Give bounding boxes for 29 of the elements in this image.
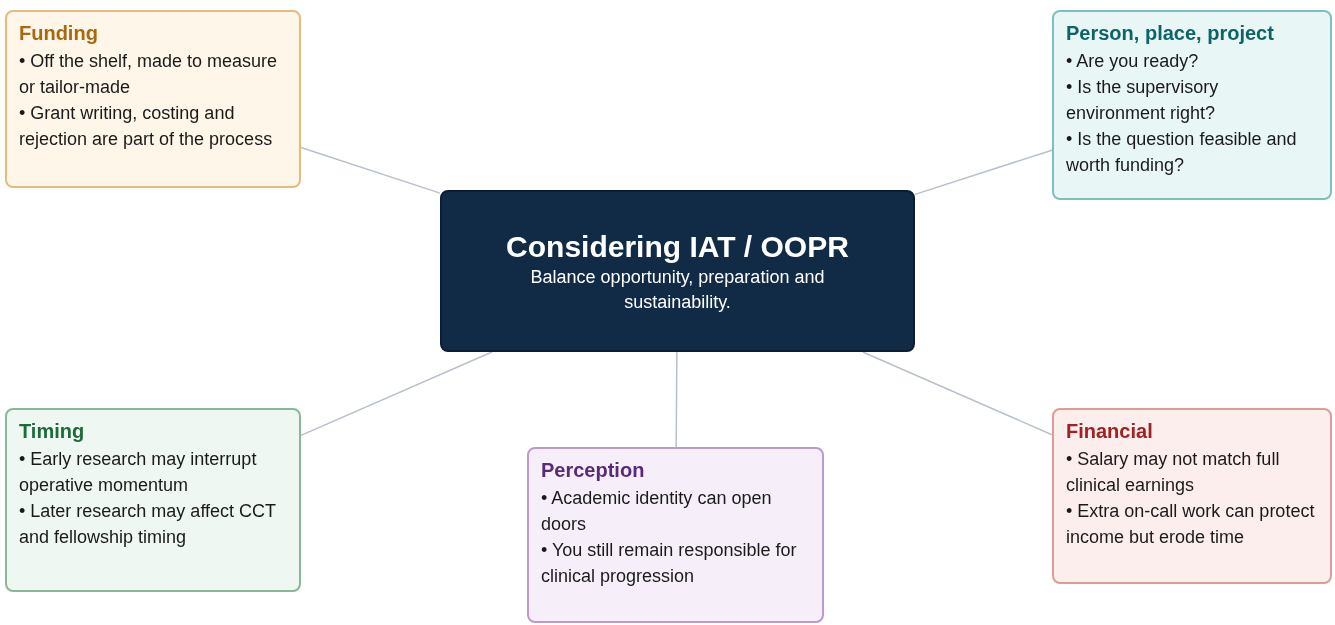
subtitle: Balance opportunity, preparation and sustainability. <box>529 266 826 314</box>
connector-line <box>914 149 1053 196</box>
bullet-point: • Is the supervisory environment right? <box>1066 75 1220 125</box>
topic-box <box>1052 10 1332 200</box>
heading: Financial <box>1066 419 1154 444</box>
topic-box <box>5 408 301 592</box>
heading: Timing <box>19 419 86 444</box>
heading: Funding <box>19 21 99 46</box>
connector-line <box>300 146 441 194</box>
bullet-point: • Extra on-call work can protect income but erode time <box>1066 499 1316 549</box>
topic-box <box>1052 408 1332 584</box>
central-topic-box <box>440 190 915 352</box>
heading: Considering IAT / OOPR <box>506 228 849 265</box>
bullet-point: • Off the shelf, made to measure or tailor-made <box>19 49 279 99</box>
bullet-point: • Are you ready? <box>1066 49 1200 73</box>
bullet-point: • Is the question feasible and worth funding? <box>1066 127 1298 177</box>
heading: Person, place, project <box>1066 21 1275 46</box>
connector-line <box>675 351 678 448</box>
heading: Perception <box>541 458 646 483</box>
topic-box <box>527 447 824 623</box>
bullet-point: • Early research may interrupt operative momentum <box>19 447 258 497</box>
bullet-point: • Grant writing, costing and rejection are part of the process <box>19 101 274 151</box>
bullet-point: • You still remain responsible for clinical progression <box>541 538 798 588</box>
connector-line <box>861 351 1053 436</box>
bullet-point: • Academic identity can open doors <box>541 486 773 536</box>
bullet-point: • Salary may not match full clinical earnings <box>1066 447 1281 497</box>
bullet-point: • Later research may affect CCT and fellowship timing <box>19 499 277 549</box>
connector-line <box>300 351 493 437</box>
topic-box <box>5 10 301 188</box>
